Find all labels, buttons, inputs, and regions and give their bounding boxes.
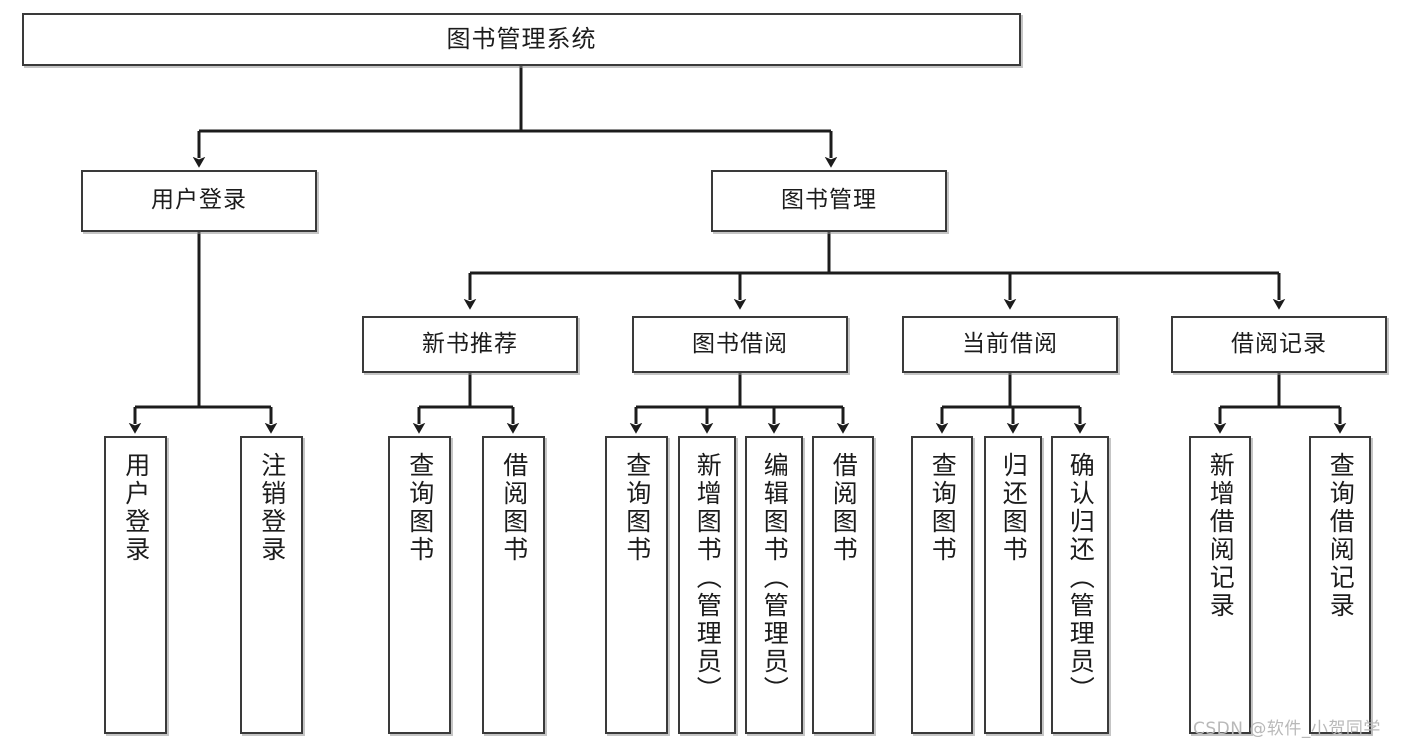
leaf-query-record[interactable]: 查询借阅记录 bbox=[1309, 436, 1371, 734]
node-current-borrow[interactable]: 当前借阅 bbox=[902, 316, 1118, 373]
node-book-borrow[interactable]: 图书借阅 bbox=[632, 316, 848, 373]
leaf-label: 借阅图书 bbox=[829, 452, 859, 564]
leaf-return-book[interactable]: 归还图书 bbox=[984, 436, 1042, 734]
leaf-add-record[interactable]: 新增借阅记录 bbox=[1189, 436, 1251, 734]
leaf-label: 查询图书 bbox=[622, 452, 652, 564]
leaf-add-book[interactable]: 新增图书（管理员） bbox=[678, 436, 736, 734]
leaf-confirm-return[interactable]: 确认归还（管理员） bbox=[1051, 436, 1109, 734]
leaf-label: 用户登录 bbox=[121, 452, 151, 564]
leaf-label: 归还图书 bbox=[999, 452, 1029, 564]
node-book-management[interactable]: 图书管理 bbox=[711, 170, 947, 232]
node-borrow-record[interactable]: 借阅记录 bbox=[1171, 316, 1387, 373]
leaf-logout[interactable]: 注销登录 bbox=[240, 436, 303, 734]
leaf-query-book-3[interactable]: 查询图书 bbox=[911, 436, 973, 734]
node-root-system[interactable]: 图书管理系统 bbox=[22, 13, 1021, 66]
leaf-user-login[interactable]: 用户登录 bbox=[104, 436, 167, 734]
leaf-label: 新增图书（管理员） bbox=[693, 452, 723, 704]
leaf-label: 查询图书 bbox=[405, 452, 435, 564]
node-new-book-recommendation[interactable]: 新书推荐 bbox=[362, 316, 578, 373]
csdn-watermark: CSDN @软件_小贺同学 bbox=[1193, 719, 1381, 739]
leaf-query-book-2[interactable]: 查询图书 bbox=[605, 436, 668, 734]
node-user-login[interactable]: 用户登录 bbox=[81, 170, 317, 232]
leaf-label: 新增借阅记录 bbox=[1206, 452, 1236, 620]
leaf-label: 确认归还（管理员） bbox=[1066, 452, 1096, 704]
leaf-label: 编辑图书（管理员） bbox=[760, 452, 790, 704]
leaf-label: 注销登录 bbox=[257, 452, 287, 564]
leaf-label: 借阅图书 bbox=[499, 452, 529, 564]
leaf-edit-book[interactable]: 编辑图书（管理员） bbox=[745, 436, 803, 734]
leaf-query-book-1[interactable]: 查询图书 bbox=[388, 436, 451, 734]
leaf-label: 查询借阅记录 bbox=[1326, 452, 1356, 620]
leaf-borrow-book-1[interactable]: 借阅图书 bbox=[482, 436, 545, 734]
leaf-label: 查询图书 bbox=[928, 452, 958, 564]
leaf-borrow-book-2[interactable]: 借阅图书 bbox=[812, 436, 874, 734]
